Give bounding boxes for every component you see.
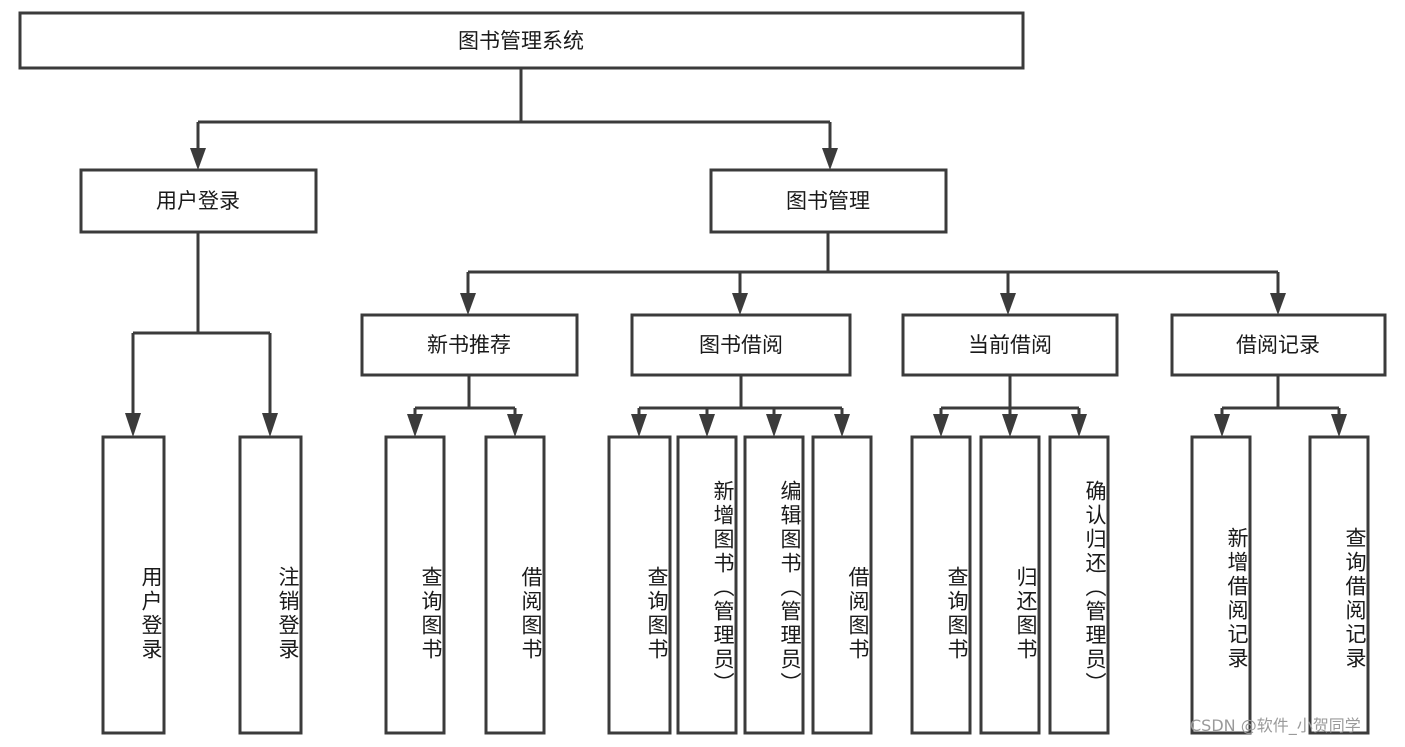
node-current-borrow-box[interactable]: [901, 313, 1119, 377]
leaf-confirm-return-box[interactable]: [1048, 435, 1110, 735]
connector-current-borrow-to-leaves: [933, 375, 1087, 437]
node-new-book-recommend-label: 新书推荐: [427, 333, 511, 357]
node-user-login-box[interactable]: [79, 168, 318, 234]
arrow-down-icon: [190, 148, 206, 170]
node-current-borrow-label: 当前借阅: [968, 333, 1052, 357]
node-user-login-label: 用户登录: [156, 189, 240, 213]
leaf-query-book-3-box[interactable]: [910, 435, 972, 735]
node-new-book-recommend[interactable]: 新书推荐: [360, 313, 579, 377]
node-current-borrow[interactable]: 当前借阅: [901, 313, 1119, 377]
arrow-down-icon: [1331, 414, 1347, 437]
arrow-down-icon: [834, 414, 850, 437]
connector-book-manage-to-level3: [460, 232, 1286, 315]
arrow-down-icon: [766, 414, 782, 437]
connector-user-login-to-leaves: [125, 232, 278, 437]
arrow-down-icon: [1214, 414, 1230, 437]
node-root-box[interactable]: [18, 11, 1025, 70]
node-book-manage[interactable]: 图书管理: [709, 168, 948, 234]
leaf-query-book-1-box[interactable]: [384, 435, 446, 735]
node-book-manage-label: 图书管理: [786, 189, 870, 213]
leaf-borrow-book-1-box[interactable]: [484, 435, 546, 735]
node-book-borrow[interactable]: 图书借阅: [630, 313, 852, 377]
leaf-user-login-box[interactable]: [101, 435, 166, 735]
arrow-down-icon: [822, 148, 838, 170]
watermark-text: CSDN @软件_小贺同学: [1190, 716, 1361, 735]
arrow-down-icon: [125, 413, 141, 437]
arrow-down-icon: [933, 414, 949, 437]
connector-book-borrow-to-leaves: [631, 375, 850, 437]
arrow-down-icon: [507, 414, 523, 437]
arrow-down-icon: [732, 293, 748, 315]
connector-new-book-recommend-to-leaves: [407, 375, 523, 437]
arrow-down-icon: [631, 414, 647, 437]
node-new-book-recommend-box[interactable]: [360, 313, 579, 377]
leaf-borrow-book-2-box[interactable]: [811, 435, 873, 735]
connector-root-to-level2: [190, 68, 838, 170]
node-root-label: 图书管理系统: [458, 29, 584, 53]
node-book-borrow-label: 图书借阅: [699, 333, 783, 357]
arrow-down-icon: [262, 413, 278, 437]
node-root[interactable]: 图书管理系统: [18, 11, 1025, 70]
leaf-return-book-box[interactable]: [979, 435, 1041, 735]
arrow-down-icon: [1071, 414, 1087, 437]
leaf-add-book-box[interactable]: [676, 435, 738, 735]
leaf-query-record-box[interactable]: [1308, 435, 1370, 735]
node-user-login[interactable]: 用户登录: [79, 168, 318, 234]
arrow-down-icon: [1270, 293, 1286, 315]
arrow-down-icon: [460, 293, 476, 315]
arrow-down-icon: [1002, 414, 1018, 437]
leaf-user-logout-box[interactable]: [238, 435, 303, 735]
connector-borrow-record-to-leaves: [1214, 375, 1347, 437]
arrow-down-icon: [1000, 293, 1016, 315]
leaf-query-book-2-box[interactable]: [607, 435, 672, 735]
node-borrow-record-label: 借阅记录: [1236, 333, 1320, 357]
leaf-add-record-box[interactable]: [1190, 435, 1252, 735]
arrow-down-icon: [407, 414, 423, 437]
arrow-down-icon: [699, 414, 715, 437]
node-borrow-record[interactable]: 借阅记录: [1170, 313, 1387, 377]
leaf-edit-book-box[interactable]: [743, 435, 805, 735]
